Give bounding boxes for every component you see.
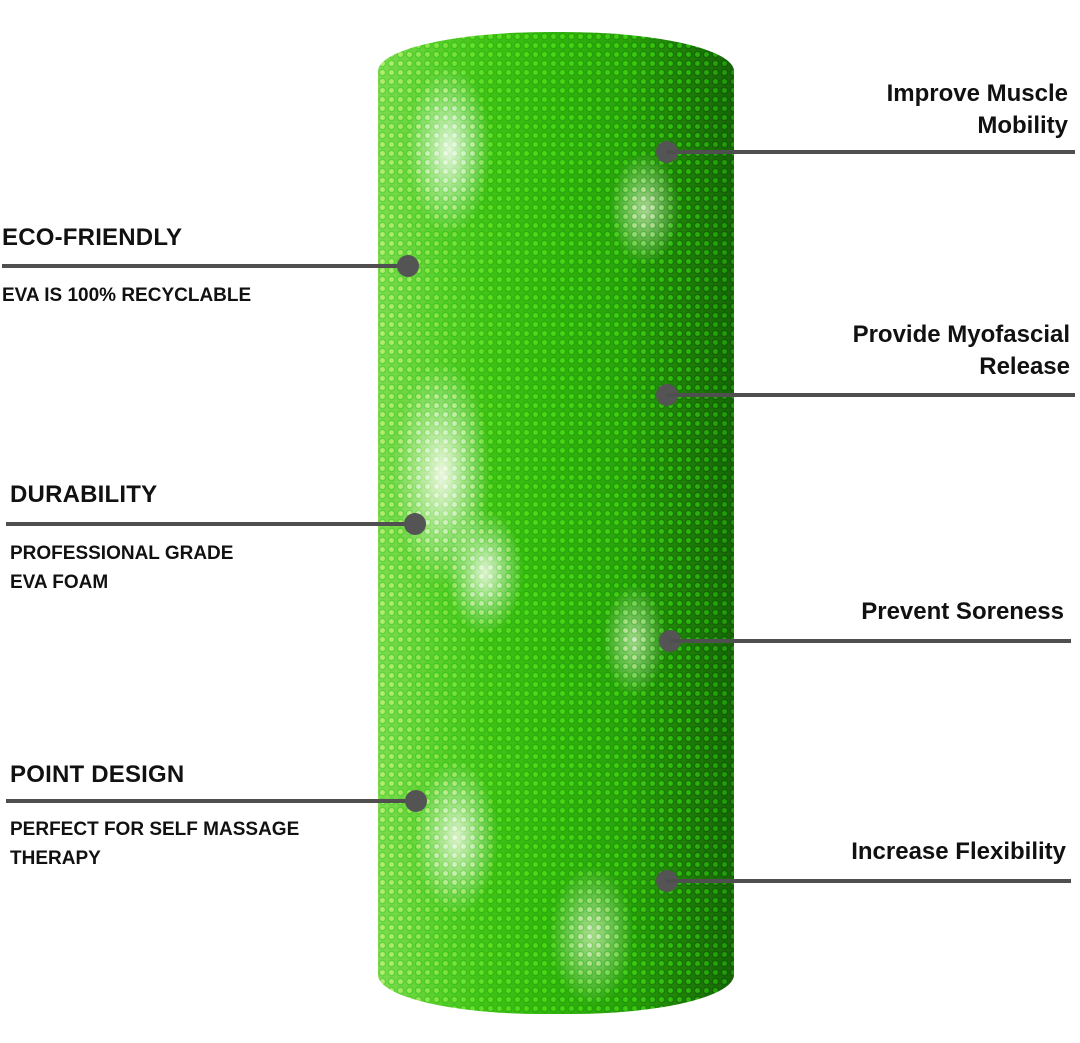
feature-desc-line: PERFECT FOR SELF MASSAGE: [10, 819, 300, 840]
benefit-improve-muscle-mobility: Improve Muscle Mobility: [887, 78, 1068, 142]
callout-line-point-design: [6, 799, 416, 803]
roller-textured-surface: [378, 32, 734, 1014]
feature-desc-point-design: PERFECT FOR SELF MASSAGE THERAPY: [10, 815, 299, 873]
callout-line-eco-friendly: [2, 264, 406, 268]
callout-line-increase-flexibility: [666, 879, 1071, 883]
feature-desc-eco-friendly: EVA IS 100% RECYCLABLE: [2, 281, 251, 310]
benefit-prevent-soreness: Prevent Soreness: [861, 596, 1064, 628]
callout-line-prevent-soreness: [669, 639, 1071, 643]
benefit-increase-flexibility: Increase Flexibility: [851, 836, 1066, 868]
foam-roller-image: [378, 8, 734, 1038]
callout-dot-point-design: [405, 790, 427, 812]
benefit-line: Release: [979, 353, 1070, 380]
callout-line-durability: [6, 522, 414, 526]
feature-desc-line: EVA IS 100% RECYCLABLE: [2, 285, 252, 306]
benefit-line: Improve Muscle: [886, 80, 1068, 107]
callout-line-improve-muscle-mobility: [666, 150, 1075, 154]
benefit-line: Prevent Soreness: [861, 598, 1064, 625]
feature-desc-line: PROFESSIONAL GRADE: [10, 543, 234, 564]
benefit-line: Mobility: [977, 112, 1068, 139]
benefit-provide-myofascial-release: Provide Myofascial Release: [853, 319, 1070, 383]
callout-line-provide-myofascial-release: [666, 393, 1075, 397]
callout-dot-eco-friendly: [397, 255, 419, 277]
benefit-line: Increase Flexibility: [851, 838, 1066, 865]
feature-title-durability: DURABILITY: [10, 481, 158, 508]
feature-title-point-design: POINT DESIGN: [10, 761, 185, 788]
feature-desc-durability: PROFESSIONAL GRADE EVA FOAM: [10, 539, 233, 597]
callout-dot-durability: [404, 513, 426, 535]
feature-desc-line: THERAPY: [10, 848, 101, 869]
roller-shading: [378, 32, 734, 1014]
benefit-line: Provide Myofascial: [852, 321, 1070, 348]
feature-desc-line: EVA FOAM: [10, 572, 109, 593]
feature-title-eco-friendly: ECO-FRIENDLY: [2, 224, 183, 251]
